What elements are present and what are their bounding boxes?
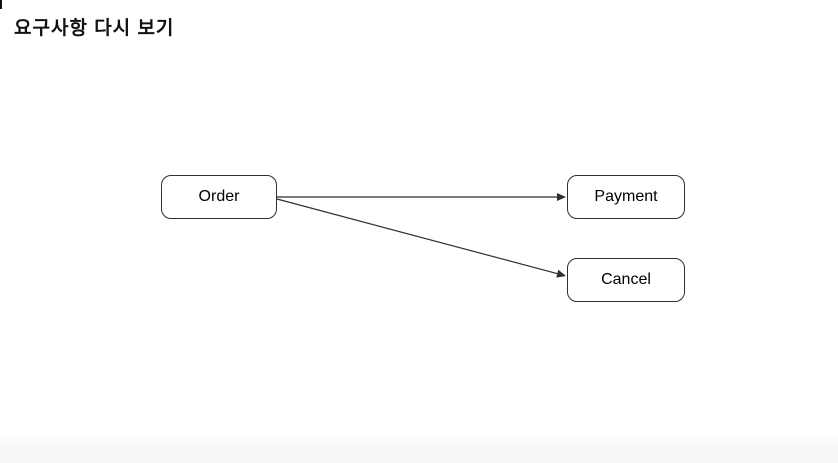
node-payment: Payment — [567, 175, 685, 219]
edge-order-cancel — [276, 198, 566, 278]
node-order: Order — [161, 175, 277, 219]
bottom-shade — [0, 436, 838, 463]
node-order-label: Order — [198, 188, 240, 205]
node-cancel: Cancel — [567, 258, 685, 302]
node-payment-label: Payment — [594, 188, 658, 205]
arrowhead-cancel — [556, 269, 566, 278]
edge-order-payment — [277, 193, 566, 201]
node-cancel-label: Cancel — [601, 271, 651, 288]
slide-title: 요구사항 다시 보기 — [14, 18, 175, 39]
top-left-tick-artifact — [0, 0, 2, 9]
arrowhead-payment — [557, 193, 566, 201]
